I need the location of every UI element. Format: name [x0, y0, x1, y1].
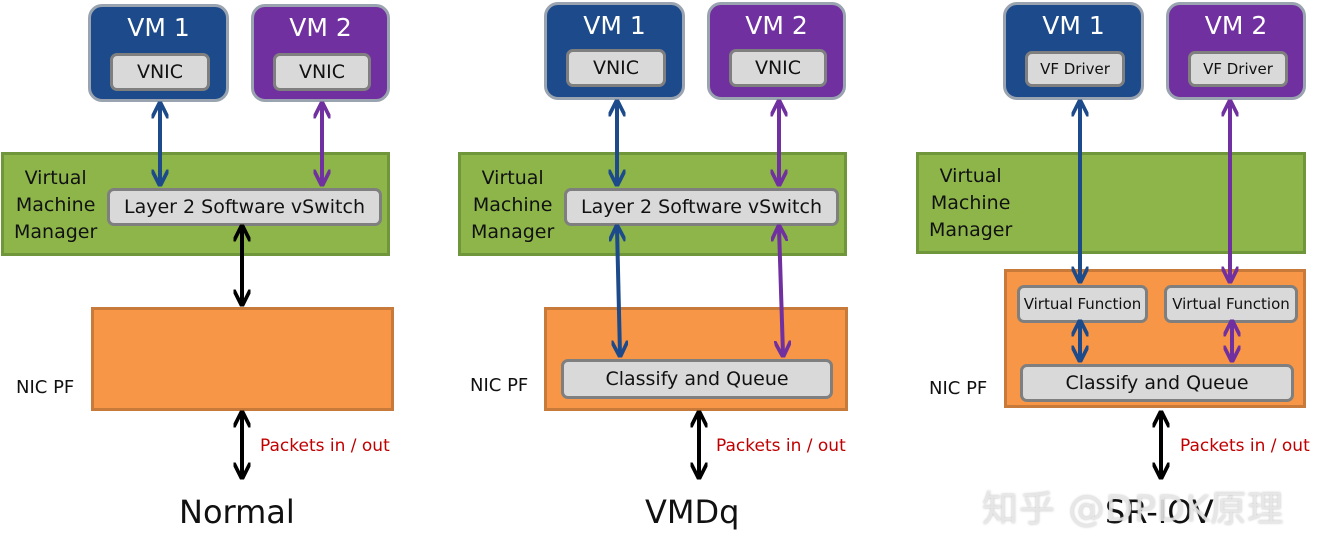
- packets-label: Packets in / out: [716, 436, 846, 456]
- vf-driver-box: VF Driver: [1188, 51, 1288, 87]
- virtual-machine-manager: Virtual Machine Manager: [916, 152, 1306, 254]
- caption-sriov: SR-IOV: [1105, 493, 1214, 531]
- vm2-title: VM 2: [1204, 11, 1268, 40]
- nic-pf-label: NIC PF: [929, 378, 988, 399]
- packets-label: Packets in / out: [260, 436, 390, 456]
- virtual-function-1: Virtual Function: [1017, 285, 1148, 323]
- vmm-label: Virtual Machine Manager: [14, 167, 98, 243]
- vm2-title: VM 2: [289, 13, 352, 42]
- packets-label: Packets in / out: [1180, 436, 1310, 456]
- layer2-vswitch: Layer 2 Software vSwitch: [107, 188, 382, 226]
- vm2-title: VM 2: [745, 11, 808, 40]
- layer2-vswitch: Layer 2 Software vSwitch: [564, 188, 839, 226]
- vf-driver-box: VF Driver: [1025, 51, 1125, 87]
- vnic-box: VNIC: [110, 53, 210, 91]
- vm1-box: VM 1 VF Driver: [1003, 2, 1144, 100]
- arrow-vswitch-classify-1: [617, 228, 620, 354]
- vm1-box: VM 1 VNIC: [544, 2, 685, 100]
- caption-normal: Normal: [179, 493, 295, 531]
- vm2-box: VM 2 VF Driver: [1166, 2, 1306, 100]
- vm1-title: VM 1: [1042, 11, 1105, 40]
- vnic-box: VNIC: [566, 49, 666, 87]
- arrow-vswitch-classify-2: [779, 228, 783, 354]
- vm2-box: VM 2 VNIC: [707, 2, 846, 100]
- nic-pf-label: NIC PF: [16, 377, 75, 398]
- nic-pf-box: [91, 307, 394, 411]
- nic-pf-box: Classify and Queue: [544, 307, 848, 411]
- caption-vmdq: VMDq: [645, 493, 740, 531]
- vmm-label: Virtual Machine Manager: [471, 167, 555, 243]
- vm1-box: VM 1 VNIC: [88, 4, 229, 102]
- vm2-box: VM 2 VNIC: [251, 4, 390, 102]
- vm1-title: VM 1: [583, 11, 646, 40]
- nic-pf-label: NIC PF: [470, 375, 529, 396]
- vm1-title: VM 1: [127, 13, 190, 42]
- vnic-box: VNIC: [273, 53, 371, 91]
- classify-and-queue: Classify and Queue: [561, 359, 833, 399]
- vnic-box: VNIC: [729, 49, 827, 87]
- vmm-label: Virtual Machine Manager: [929, 165, 1013, 241]
- classify-and-queue: Classify and Queue: [1020, 364, 1294, 402]
- watermark: 知乎 @DPDK原理: [982, 489, 1285, 530]
